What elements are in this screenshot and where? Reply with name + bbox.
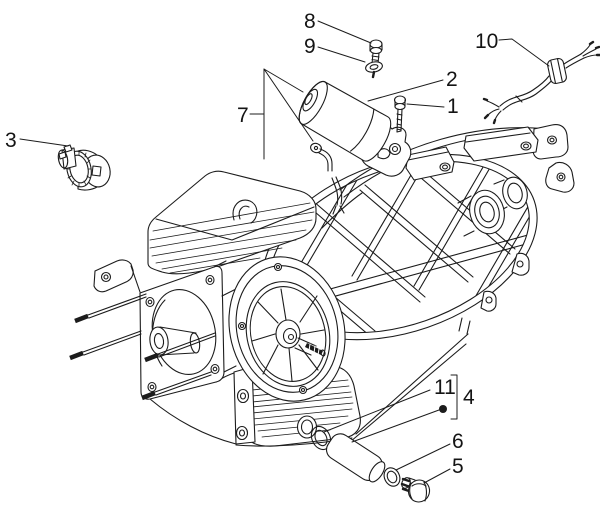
- callout-2-label: 2: [446, 68, 458, 91]
- lifting-hook: [232, 199, 258, 224]
- washer-drawing: [365, 61, 383, 79]
- cylinder-flange-drawing: [139, 260, 239, 400]
- callout-1-label: 1: [447, 95, 459, 118]
- ring-terminal: [310, 142, 322, 154]
- callout-labels: 8 9 2 1 10 3 7 11 4 6 5: [5, 10, 498, 478]
- callout-8-label: 8: [304, 10, 316, 33]
- starter-cable-drawing: [310, 142, 345, 215]
- leader-8: [317, 20, 372, 44]
- leader-7: [249, 68, 314, 160]
- leader-1: [406, 103, 445, 108]
- callout-10-label: 10: [475, 30, 498, 53]
- callout-11-label: 11: [434, 376, 456, 399]
- leader-lines: [19, 20, 550, 484]
- crankshaft-tip: [294, 337, 326, 357]
- callout-9-label: 9: [304, 35, 316, 58]
- left-mount-boss: [93, 259, 141, 293]
- oil-strainer-drawing: [325, 433, 386, 483]
- grommet: [547, 57, 567, 85]
- leader-11b: [351, 409, 440, 443]
- flywheel-rim: [245, 281, 331, 387]
- gear-hub: [57, 144, 77, 170]
- leader-2: [367, 79, 444, 102]
- callout-5-label: 5: [452, 455, 464, 478]
- bracket-4: [450, 374, 458, 420]
- starter-bolt-drawing: [393, 95, 407, 133]
- mounting-ears: [458, 124, 575, 335]
- callout-6-label: 6: [452, 430, 464, 453]
- flywheel-spokes: [251, 288, 325, 382]
- leader-3: [19, 138, 69, 147]
- o-ring-small-drawing: [383, 467, 401, 487]
- starter-gear-drawing: [57, 144, 111, 191]
- wiring-harness-drawing: [482, 40, 600, 125]
- leader-9: [317, 46, 366, 63]
- flywheel-hub: [275, 319, 301, 349]
- callout-4-label: 4: [463, 386, 475, 409]
- cylinder-head-cover-drawing: [147, 170, 317, 275]
- leader-6: [395, 443, 451, 471]
- drain-plug-drawing: [400, 477, 431, 503]
- flywheel-fan-drawing: [228, 256, 346, 402]
- callout-3-label: 3: [5, 129, 17, 152]
- starter-motor-drawing: [298, 80, 412, 177]
- leader-5: [423, 468, 451, 484]
- leader-10: [498, 38, 550, 67]
- cylinder-studs: [69, 293, 216, 401]
- screw-drawing: [369, 39, 383, 65]
- leader-dot: [439, 405, 447, 413]
- bearing-bosses: [457, 176, 528, 237]
- callout-7-label: 7: [237, 104, 249, 127]
- leader-11a: [323, 389, 431, 433]
- top-mount-bosses: [405, 126, 539, 181]
